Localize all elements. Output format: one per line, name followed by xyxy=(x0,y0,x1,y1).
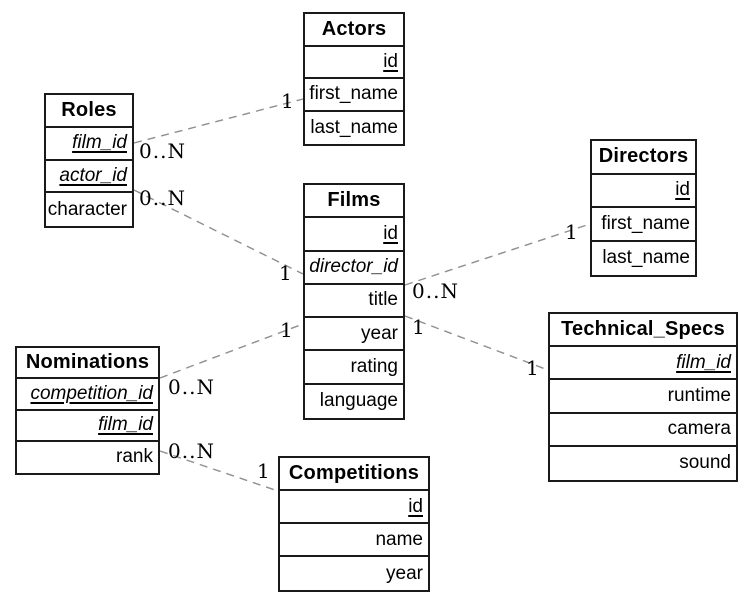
entity-title-roles: Roles xyxy=(46,95,132,128)
relation-line-nominations-competitions xyxy=(159,450,279,492)
column-roles-character: character xyxy=(47,198,127,220)
column-actors-first-name: first_name xyxy=(305,79,403,112)
column-competitions-year: year xyxy=(386,562,423,584)
cardinality-films-directors-n: 0..N xyxy=(412,279,459,303)
column-films-director-id: director_id xyxy=(305,252,403,285)
cardinality-films-technical-specs-1a: 1 xyxy=(412,315,426,339)
cardinality-roles-actors-1: 1 xyxy=(281,89,295,113)
entity-title-competitions: Competitions xyxy=(280,458,428,491)
entity-title-films: Films xyxy=(305,185,403,219)
cardinality-films-technical-specs-1b: 1 xyxy=(526,356,540,380)
column-directors-id: id xyxy=(592,175,695,208)
relation-line-films-directors xyxy=(404,223,591,286)
entity-films[interactable]: Films id director_id title year rating l… xyxy=(303,183,405,420)
column-technical-specs-film-id: film_id xyxy=(550,347,736,381)
entity-title-technical-specs: Technical_Specs xyxy=(550,314,736,348)
column-roles-actor-id: actor_id xyxy=(46,161,132,194)
entity-directors[interactable]: Directors id first_name last_name xyxy=(590,139,697,277)
column-films-year: year xyxy=(305,318,403,352)
column-actors-id: id xyxy=(305,47,403,79)
cardinality-nominations-competitions-1: 1 xyxy=(257,459,271,483)
column-competitions-id: id xyxy=(280,491,428,524)
column-films-title: title xyxy=(305,285,403,319)
column-roles-film-id: film_id xyxy=(46,128,132,161)
cardinality-roles-films-n: 0..N xyxy=(139,186,186,210)
relation-line-nominations-films xyxy=(159,323,304,379)
column-technical-specs-runtime: runtime xyxy=(550,380,736,414)
column-technical-specs-sound: sound xyxy=(679,452,731,474)
column-competitions-name: name xyxy=(280,524,428,557)
column-nominations-film-id: film_id xyxy=(17,411,158,442)
relation-line-roles-films xyxy=(133,189,304,275)
column-nominations-rank: rank xyxy=(116,446,153,468)
cardinality-nominations-films-1: 1 xyxy=(280,318,294,342)
cardinality-nominations-films-n: 0..N xyxy=(168,375,215,399)
cardinality-roles-actors-n: 0..N xyxy=(139,139,186,163)
column-directors-last-name: last_name xyxy=(602,247,690,269)
entity-roles[interactable]: Roles film_id actor_id character xyxy=(44,93,134,228)
entity-title-nominations: Nominations xyxy=(17,348,158,380)
relation-line-films-technical-specs xyxy=(404,315,549,371)
column-actors-last-name: last_name xyxy=(310,116,398,138)
entity-actors[interactable]: Actors id first_name last_name xyxy=(303,12,405,146)
column-films-language: language xyxy=(319,390,398,412)
entity-title-actors: Actors xyxy=(305,14,403,47)
entity-competitions[interactable]: Competitions id name year xyxy=(278,456,430,592)
entity-title-directors: Directors xyxy=(592,141,695,175)
column-films-rating: rating xyxy=(305,351,403,385)
cardinality-roles-films-1: 1 xyxy=(279,261,293,285)
cardinality-films-directors-1: 1 xyxy=(565,220,579,244)
column-films-id: id xyxy=(305,218,403,252)
column-technical-specs-camera: camera xyxy=(550,414,736,447)
column-nominations-competition-id: competition_id xyxy=(17,379,158,411)
entity-technical-specs[interactable]: Technical_Specs film_id runtime camera s… xyxy=(548,312,738,482)
cardinality-nominations-competitions-n: 0..N xyxy=(168,439,215,463)
entity-nominations[interactable]: Nominations competition_id film_id rank xyxy=(15,346,160,475)
relation-line-roles-actors xyxy=(133,98,304,144)
column-directors-first-name: first_name xyxy=(592,208,695,242)
